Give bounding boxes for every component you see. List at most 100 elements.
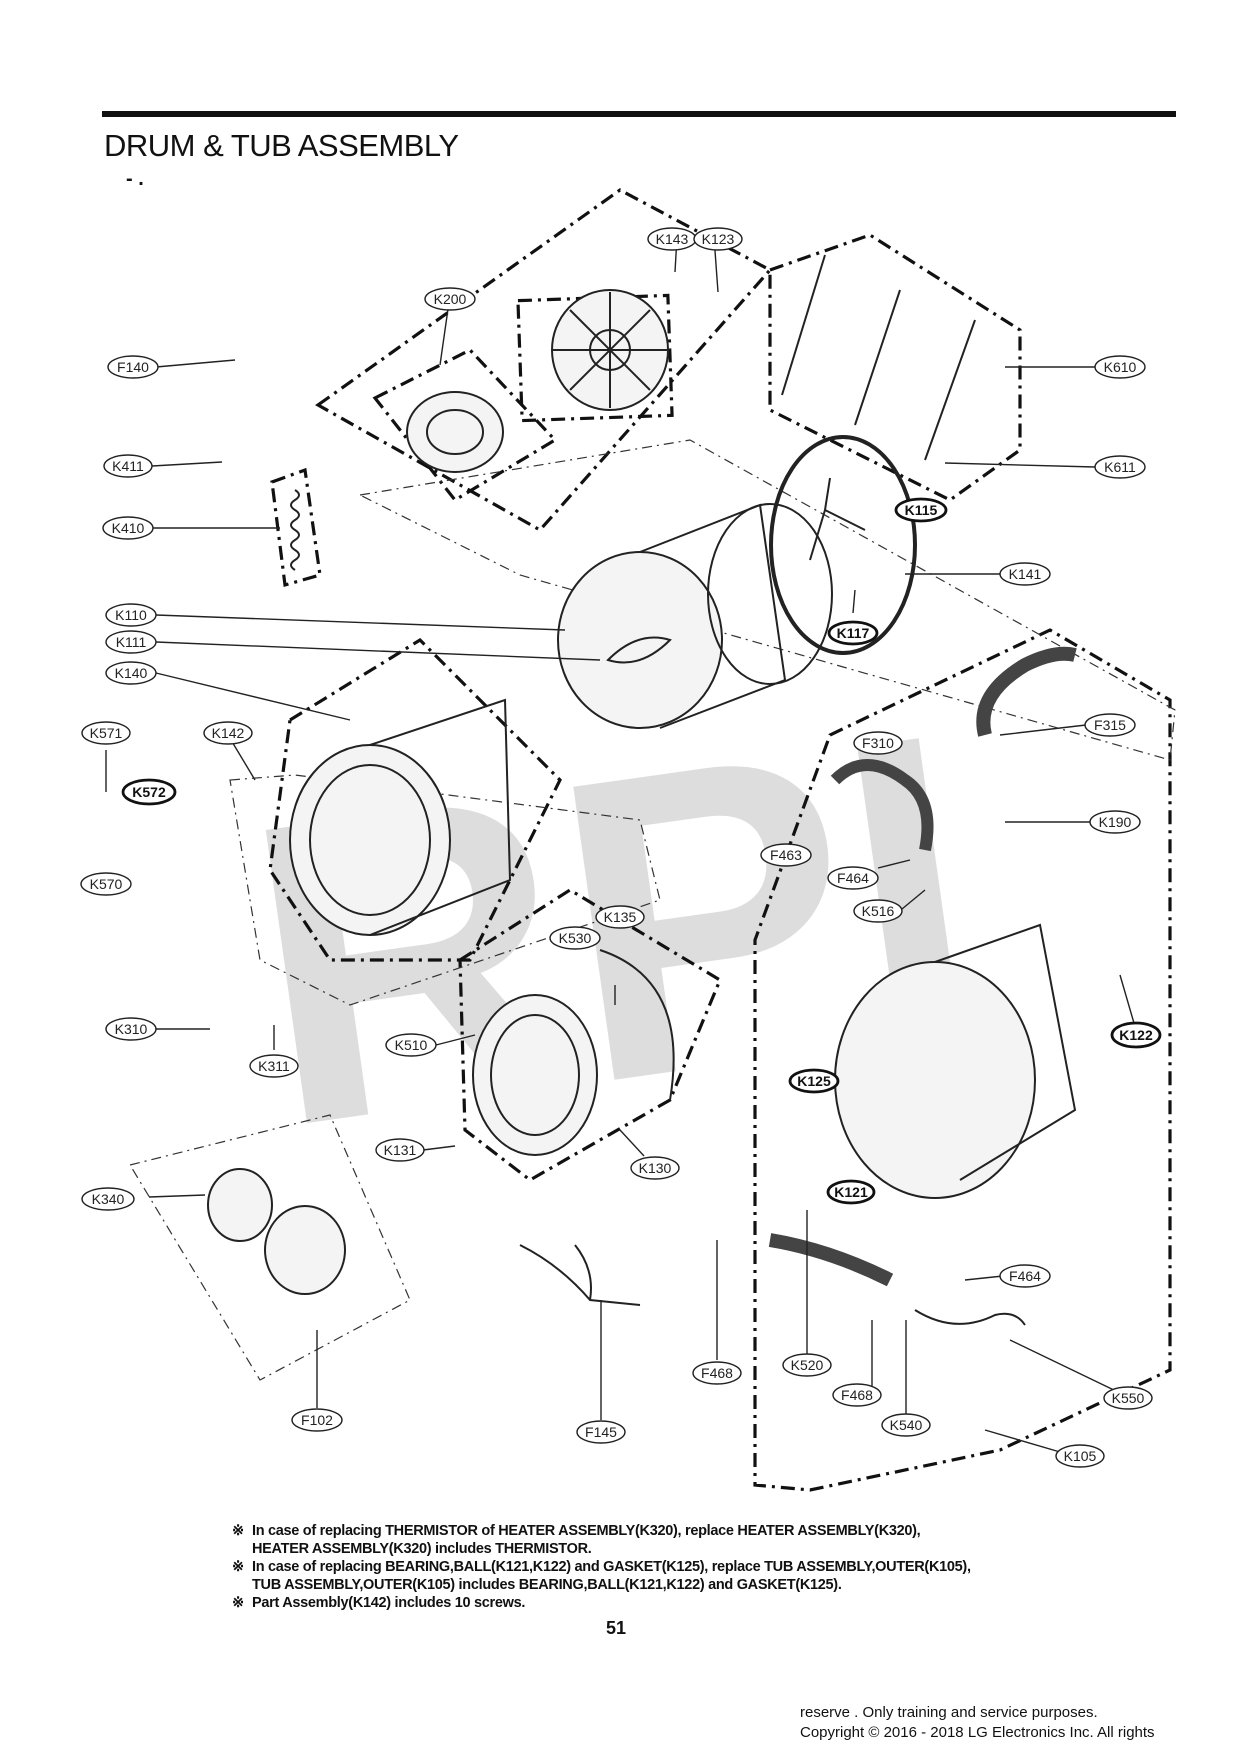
- gasket-inner: [490, 1014, 580, 1136]
- outer-tub-group: [753, 628, 1172, 1492]
- sensor-wire: [914, 1309, 1026, 1326]
- callout-f468-2: F468: [832, 1383, 882, 1407]
- pump-housing: [264, 1205, 346, 1295]
- callout-k611: K611: [1094, 455, 1146, 479]
- callout-f102: F102: [291, 1408, 343, 1432]
- svg-text:K115: K115: [905, 502, 938, 518]
- svg-text:K190: K190: [1099, 814, 1132, 830]
- callout-k340: K340: [81, 1187, 135, 1211]
- callout-k125: K125: [788, 1068, 840, 1094]
- rotor-spokes: [552, 292, 668, 408]
- svg-text:K410: K410: [112, 520, 145, 536]
- callout-k530: K530: [549, 926, 601, 950]
- note-item: ※ In case of replacing THERMISTOR of HEA…: [232, 1522, 971, 1558]
- callout-k121: K121: [826, 1179, 876, 1205]
- svg-text:F315: F315: [1094, 717, 1126, 733]
- note-line: TUB ASSEMBLY,OUTER(K105) includes BEARIN…: [252, 1577, 842, 1593]
- stator-inner: [426, 409, 484, 455]
- svg-text:K571: K571: [90, 725, 123, 741]
- callout-k142: K142: [203, 721, 253, 745]
- callout-k115: K115: [894, 497, 948, 523]
- note-line: In case of replacing THERMISTOR of HEATE…: [252, 1523, 921, 1539]
- damper-group: [768, 233, 1022, 502]
- note-line: In case of replacing BEARING,BALL(K121,K…: [252, 1559, 971, 1575]
- callout-k610: K610: [1094, 355, 1146, 379]
- pump-envelope: [129, 1114, 411, 1381]
- svg-text:K130: K130: [639, 1160, 672, 1176]
- tub-front: [289, 744, 451, 936]
- callout-k411: K411: [103, 454, 153, 478]
- callout-k572: K572: [121, 778, 177, 806]
- svg-text:F145: F145: [585, 1424, 617, 1440]
- note-item: ※ In case of replacing BEARING,BALL(K121…: [232, 1558, 971, 1594]
- gasket: [472, 994, 598, 1156]
- tub-front-body: [369, 698, 512, 936]
- svg-text:K135: K135: [604, 909, 637, 925]
- callout-k140: K140: [105, 661, 157, 685]
- note-line: HEATER ASSEMBLY(K320) includes THERMISTO…: [252, 1541, 592, 1557]
- svg-text:K610: K610: [1104, 359, 1137, 375]
- harness: [519, 1244, 641, 1306]
- part-drawings: [207, 254, 1077, 1326]
- svg-text:K411: K411: [112, 458, 144, 474]
- svg-text:K311: K311: [258, 1058, 290, 1074]
- callout-f140: F140: [107, 355, 159, 379]
- callout-k122: K122: [1110, 1021, 1162, 1049]
- spider-arms: [809, 477, 866, 561]
- subtitle-mark: - .: [126, 168, 144, 190]
- svg-text:K141: K141: [1009, 566, 1042, 582]
- svg-text:F140: F140: [117, 359, 149, 375]
- svg-text:F464: F464: [837, 870, 869, 886]
- svg-text:K572: K572: [132, 784, 166, 800]
- callout-k135: K135: [595, 905, 645, 929]
- svg-text:K110: K110: [115, 607, 147, 623]
- notes-list: ※ In case of replacing THERMISTOR of HEA…: [232, 1522, 971, 1612]
- note-mark: ※: [232, 1523, 244, 1539]
- svg-text:K520: K520: [791, 1357, 824, 1373]
- hose-k520: [768, 1233, 894, 1287]
- drum-back: [707, 503, 833, 685]
- svg-text:F102: F102: [301, 1412, 333, 1428]
- svg-text:K111: K111: [116, 634, 147, 650]
- callout-k105: K105: [1055, 1444, 1105, 1468]
- svg-text:K611: K611: [1104, 459, 1136, 475]
- front-tub-group: [268, 637, 562, 962]
- callout-k200: K200: [424, 287, 476, 311]
- callout-k520: K520: [782, 1353, 832, 1377]
- pump: [207, 1168, 273, 1242]
- callout-k516: K516: [853, 899, 903, 923]
- svg-text:K131: K131: [384, 1142, 417, 1158]
- damper-1: [781, 254, 826, 396]
- svg-text:K550: K550: [1112, 1390, 1145, 1406]
- lifter: [606, 636, 672, 664]
- svg-text:K530: K530: [559, 930, 592, 946]
- stator: [406, 391, 504, 473]
- note-line: Part Assembly(K142) includes 10 screws.: [252, 1595, 526, 1611]
- callout-f310: F310: [853, 731, 903, 755]
- callout-k131: K131: [375, 1138, 425, 1162]
- callout-k571: K571: [81, 721, 131, 745]
- callout-f145: F145: [576, 1420, 626, 1444]
- callout-k310: K310: [105, 1017, 157, 1041]
- svg-text:K540: K540: [890, 1417, 923, 1433]
- svg-text:K510: K510: [395, 1037, 428, 1053]
- svg-text:F468: F468: [701, 1365, 733, 1381]
- hose-f310: [830, 759, 934, 852]
- callout-f464-2: F464: [999, 1264, 1051, 1288]
- spring-group: [270, 467, 322, 588]
- svg-text:K105: K105: [1064, 1448, 1097, 1464]
- tub-outer: [834, 961, 1036, 1199]
- title-rule: [102, 111, 1176, 117]
- svg-text:F463: F463: [770, 847, 802, 863]
- flange-ring: [769, 435, 917, 655]
- svg-text:F310: F310: [862, 735, 894, 751]
- clamp: [599, 949, 675, 1101]
- callout-k130: K130: [630, 1156, 680, 1180]
- damper-3: [924, 319, 976, 461]
- callout-k110: K110: [105, 603, 157, 627]
- svg-text:K121: K121: [834, 1184, 868, 1200]
- callout-k123: K123: [693, 227, 743, 251]
- callout-k141: K141: [999, 562, 1051, 586]
- note-item: ※ Part Assembly(K142) includes 10 screws…: [232, 1594, 971, 1612]
